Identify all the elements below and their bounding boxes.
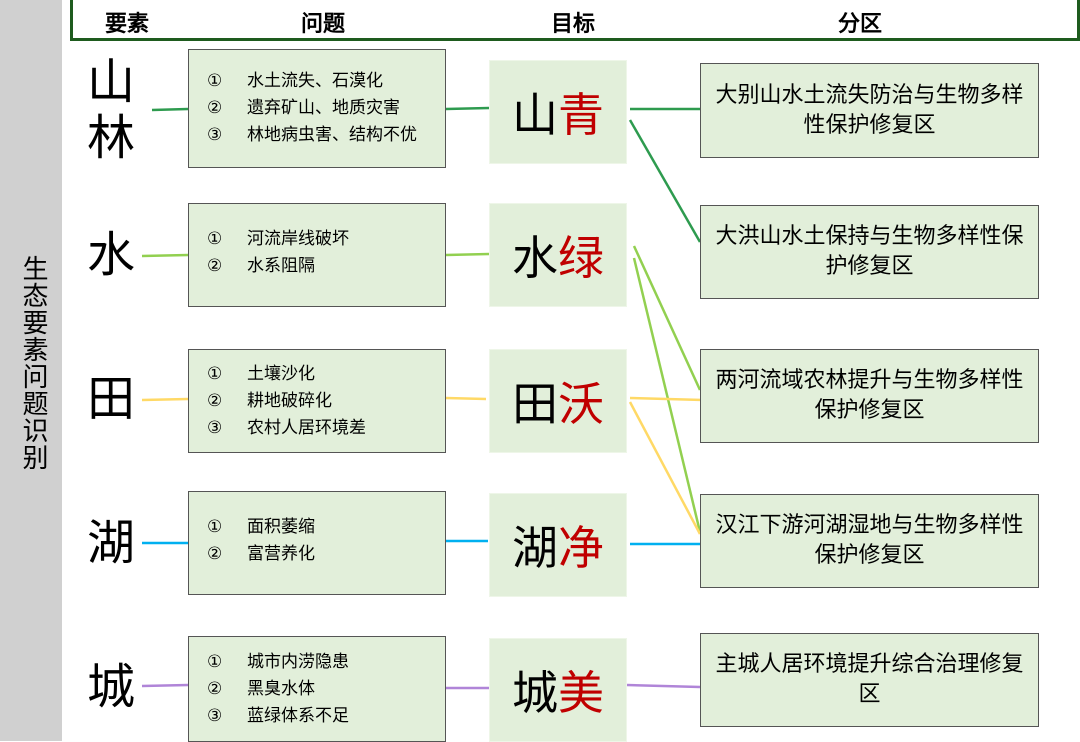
header-zone: 分区 [837,12,883,37]
connector [445,106,490,111]
connector [151,107,189,112]
target-box-city: 城美 [489,638,627,742]
element-mountain-forest: 山林 [86,54,135,166]
sidebar-label: 生态要素问题识别 [18,255,48,471]
zone-main-city: 主城人居环境提升综合治理修复区 [700,633,1039,727]
target-box-mountain: 山青 [489,60,627,164]
connector [628,401,702,535]
zone-dabie: 大别山水土流失防治与生物多样性保护修复区 [700,63,1039,158]
target-box-lake: 湖净 [489,493,627,597]
connector [626,683,701,689]
header-element: 要素 [104,12,150,37]
connector [141,253,189,258]
sidebar [0,0,62,741]
connector [628,119,702,243]
connector [632,245,702,391]
connector [629,396,704,402]
element-lake: 湖 [86,515,135,571]
element-field: 田 [86,371,135,427]
zone-hanjiang: 汉江下游河湖湿地与生物多样性保护修复区 [700,494,1039,588]
connector [141,683,189,688]
element-water: 水 [86,227,135,283]
connector [141,397,189,402]
header-problem: 问题 [300,12,346,37]
connector [445,396,487,401]
header-bar [70,0,1080,41]
zone-lianghe: 两河流域农林提升与生物多样性保护修复区 [700,349,1039,443]
connector [632,257,702,533]
connector [445,252,490,257]
zone-dahong: 大洪山水土保持与生物多样性保护修复区 [700,205,1039,299]
target-box-water: 水绿 [489,203,627,307]
element-city: 城 [86,659,135,715]
header-target: 目标 [550,12,596,37]
target-box-field: 田沃 [489,349,627,453]
